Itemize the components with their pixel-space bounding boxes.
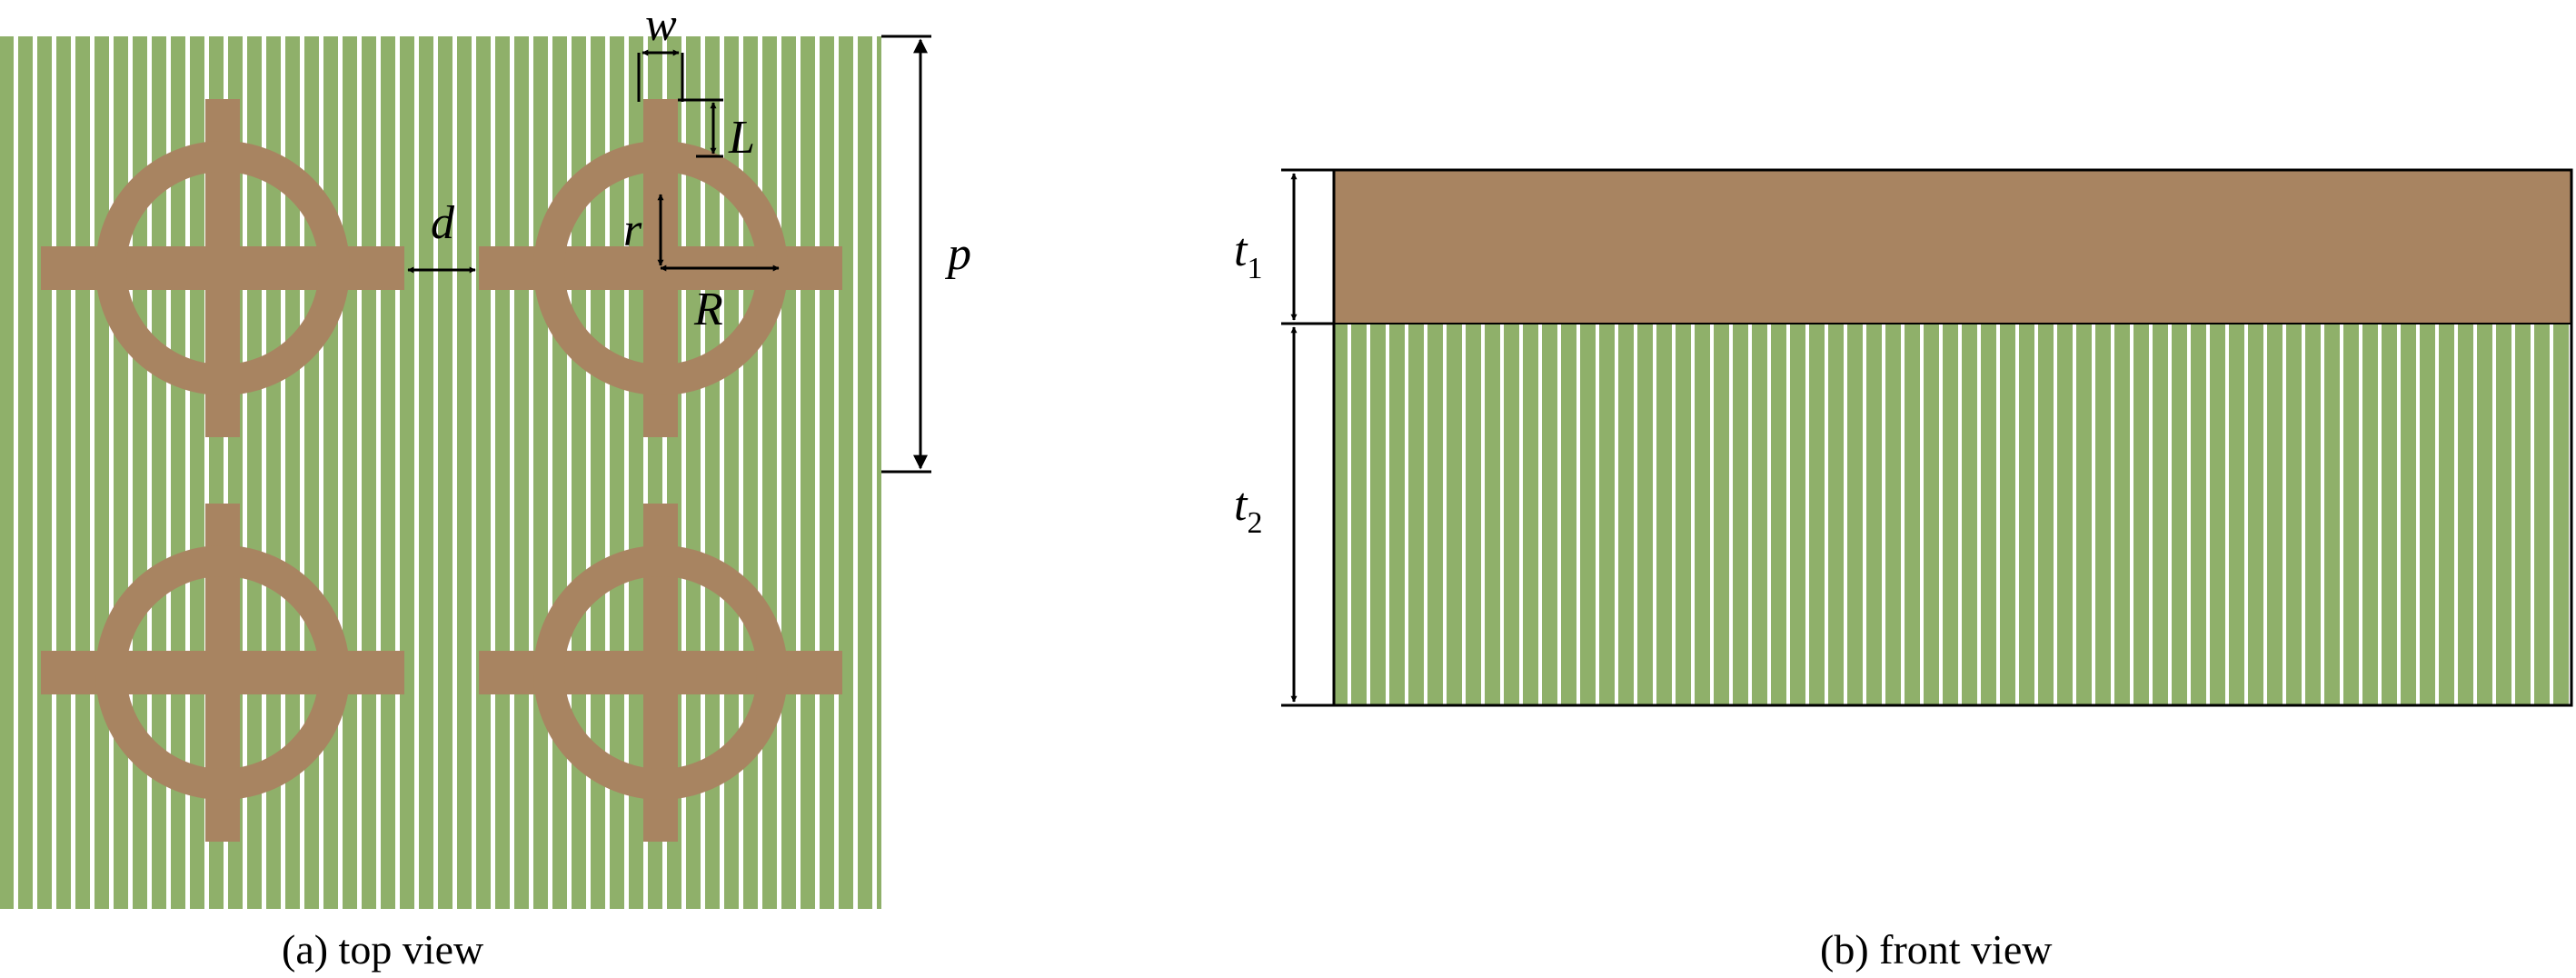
top-view-panel: w L d r R p (a) t [0, 0, 971, 973]
resonator-bottom-left [41, 504, 404, 842]
label-t2: t2 [1234, 479, 1262, 540]
label-R: R [693, 284, 723, 335]
dimension-r: r [623, 194, 664, 266]
metal-layer-front [1334, 170, 2571, 324]
dimension-R: R [660, 264, 780, 335]
label-t1: t1 [1234, 225, 1262, 285]
resonator-top-left [41, 99, 404, 437]
dimension-w: w [637, 0, 684, 102]
label-p: p [944, 228, 971, 280]
label-d: d [431, 197, 455, 249]
label-r: r [623, 205, 642, 256]
dimension-t1: t1 [1234, 168, 1334, 325]
resonator-bottom-right [479, 504, 842, 842]
dimension-d: d [407, 197, 476, 274]
caption-front-view: (b) front view [1820, 926, 2053, 973]
substrate-top [0, 36, 881, 909]
label-L: L [728, 112, 755, 164]
caption-top-view: (a) top view [282, 926, 484, 973]
front-outline [1332, 168, 2573, 707]
dimension-p: p [881, 35, 971, 474]
front-view-panel: t1 t2 (b) front view [1234, 168, 2573, 973]
label-w: w [645, 0, 677, 51]
dimension-t2: t2 [1234, 326, 1334, 707]
substrate-front [1334, 324, 2571, 705]
dimension-L: L [678, 98, 755, 164]
